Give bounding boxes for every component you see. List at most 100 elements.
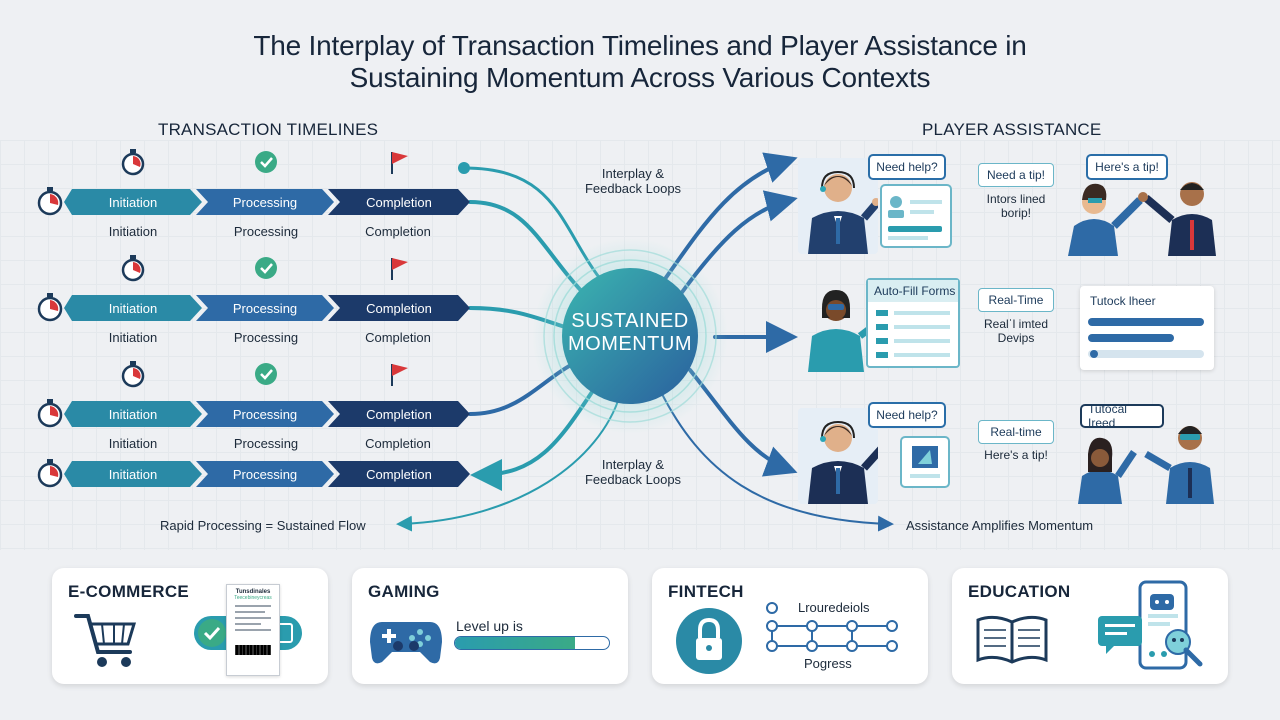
- agent-avatar-2: [808, 290, 866, 372]
- education-card: EDUCATION: [952, 568, 1228, 684]
- top-feedback-note: Interplay & Feedback Loops: [578, 166, 688, 196]
- receipt: Tunsdinales Teecebineycreas: [226, 584, 280, 676]
- row2-form-lines: [876, 310, 950, 358]
- hub-label-line2: MOMENTUM: [568, 333, 692, 355]
- timeline-stage-completion: Completion: [328, 461, 470, 487]
- stopwatch-icon: [121, 149, 145, 176]
- ecommerce-title: E-COMMERCE: [68, 582, 190, 601]
- stopwatch-icon: [37, 459, 63, 488]
- education-title: EDUCATION: [968, 582, 1071, 601]
- row1-profile-card: [880, 184, 952, 248]
- timeline-label-initiation: Initiation: [108, 436, 158, 451]
- row2-caption: Realˈl imted Devips: [972, 317, 1060, 345]
- timeline-stage-processing: Processing: [196, 295, 334, 321]
- lock-icon: [676, 608, 742, 674]
- row2-tutorial-bars: [1088, 318, 1204, 358]
- gaming-title: GAMING: [368, 582, 440, 601]
- timeline-label-processing: Processing: [233, 330, 299, 345]
- bottom-note-line1: Interplay &: [601, 457, 665, 472]
- right-footer-note: Assistance Amplifies Momentum: [906, 518, 1094, 533]
- main-title-line2: Sustaining Momentum Across Various Conte…: [349, 62, 931, 93]
- timeline-label-completion: Completion: [365, 224, 431, 239]
- timeline-stage-completion: Completion: [328, 295, 470, 321]
- row3-caption: Here's a tip!: [984, 448, 1048, 462]
- receipt-line2: Teecebineycreas: [234, 595, 272, 601]
- timeline-label-initiation: Initiation: [108, 224, 158, 239]
- timeline-label-completion: Completion: [365, 436, 431, 451]
- row1-caption: Intors lined borip!: [972, 192, 1060, 220]
- timeline-stage-completion: Completion: [328, 401, 470, 427]
- agent-avatar-1: [798, 158, 878, 254]
- check-circle-icon: [255, 257, 277, 279]
- row1-heres-tip-bubble: Here's a tip!: [1086, 154, 1168, 180]
- stopwatch-icon: [121, 361, 145, 388]
- receipt-line1: Tunsdinales: [235, 589, 271, 595]
- timeline-stage-initiation: Initiation: [64, 189, 202, 215]
- bottom-note-line2: Feedback Loops: [584, 472, 682, 487]
- row2-tutorial-panel: Tutock lheer: [1080, 286, 1214, 370]
- fintech-text: Lrouredeiols: [798, 600, 870, 615]
- timeline-label-processing: Processing: [233, 436, 299, 451]
- hub-label-line1: SUSTAINED: [571, 310, 689, 332]
- receipt-lines: [235, 605, 271, 655]
- row2-caption-line2: Devips: [997, 331, 1035, 345]
- row2-autofill-panel: Auto-Fill Forms: [866, 278, 960, 368]
- row3-tutorial-bubble: Tutocal Ireed: [1080, 402, 1164, 430]
- timeline-label-completion: Completion: [365, 330, 431, 345]
- gaming-text: Level up is: [456, 618, 523, 634]
- stopwatch-icon: [121, 255, 145, 282]
- game-controller-icon: [370, 622, 442, 664]
- row2-realtime-tag: Real-Time: [978, 288, 1054, 312]
- timeline-stage-processing: Processing: [196, 189, 334, 215]
- row1-helpers-illustration: [1068, 182, 1216, 256]
- timeline-stage-initiation: Initiation: [64, 295, 202, 321]
- row1-need-help-bubble: Need help?: [868, 154, 946, 180]
- row2-caption-line1: Realˈl imted: [983, 317, 1049, 331]
- timeline-stage-processing: Processing: [196, 401, 334, 427]
- stopwatch-icon: [37, 293, 63, 322]
- check-circle-icon: [255, 151, 277, 173]
- shopping-cart-icon: [74, 614, 137, 667]
- row3-helpers-illustration: [1078, 426, 1214, 504]
- level-progress-fill: [455, 637, 576, 649]
- ecommerce-card: E-COMMERCE Tunsdinales Teecebineycreas: [52, 568, 328, 684]
- transaction-timelines-title: TRANSACTION TIMELINES: [158, 120, 379, 139]
- timeline-stage-processing: Processing: [196, 461, 334, 487]
- bottom-feedback-note: Interplay & Feedback Loops: [578, 457, 688, 487]
- row1-caption-line1: Intors lined: [986, 192, 1046, 206]
- row2-tutorial-title: Tutock lheer: [1090, 294, 1156, 308]
- top-note-line1: Interplay &: [601, 166, 665, 181]
- row3-realtime-tag: Real-time: [978, 420, 1054, 444]
- fintech-title: FINTECH: [668, 582, 744, 601]
- left-footer-note: Rapid Processing = Sustained Flow: [160, 518, 366, 533]
- fintech-flow-graph: [766, 602, 898, 652]
- row2-autofill-title: Auto-Fill Forms: [868, 280, 958, 302]
- top-note-line2: Feedback Loops: [584, 181, 682, 196]
- row1-tip-tag: Need a tip!: [978, 163, 1054, 187]
- row1-caption-line2: borip!: [1000, 206, 1032, 220]
- gaming-card: GAMING Level up is: [352, 568, 628, 684]
- timeline-stage-completion: Completion: [328, 189, 470, 215]
- timeline-stage-initiation: Initiation: [64, 461, 202, 487]
- stopwatch-icon: [37, 399, 63, 428]
- agent-avatar-3: [798, 408, 878, 504]
- finish-flag-icon: [391, 258, 408, 280]
- stopwatch-icon: [37, 187, 63, 216]
- row3-need-help-bubble: Need help?: [868, 402, 946, 428]
- finish-flag-icon: [391, 152, 408, 174]
- open-book-icon: [976, 615, 1048, 664]
- check-circle-icon: [255, 363, 277, 385]
- momentum-hub: [532, 238, 728, 434]
- level-progress-bar: [454, 636, 610, 650]
- fintech-card: FINTECH Lrouredeiols Pogress: [652, 568, 928, 684]
- tutor-bot-phone-icon: [1098, 580, 1203, 670]
- timeline-label-processing: Processing: [233, 224, 299, 239]
- connector-start-dot: [458, 162, 470, 174]
- row3-video-card: [900, 436, 950, 488]
- finish-flag-icon: [391, 364, 408, 386]
- fintech-progress-text: Pogress: [804, 656, 852, 671]
- timeline-label-initiation: Initiation: [108, 330, 158, 345]
- player-assistance-title: PLAYER ASSISTANCE: [922, 120, 1102, 139]
- timeline-stage-initiation: Initiation: [64, 401, 202, 427]
